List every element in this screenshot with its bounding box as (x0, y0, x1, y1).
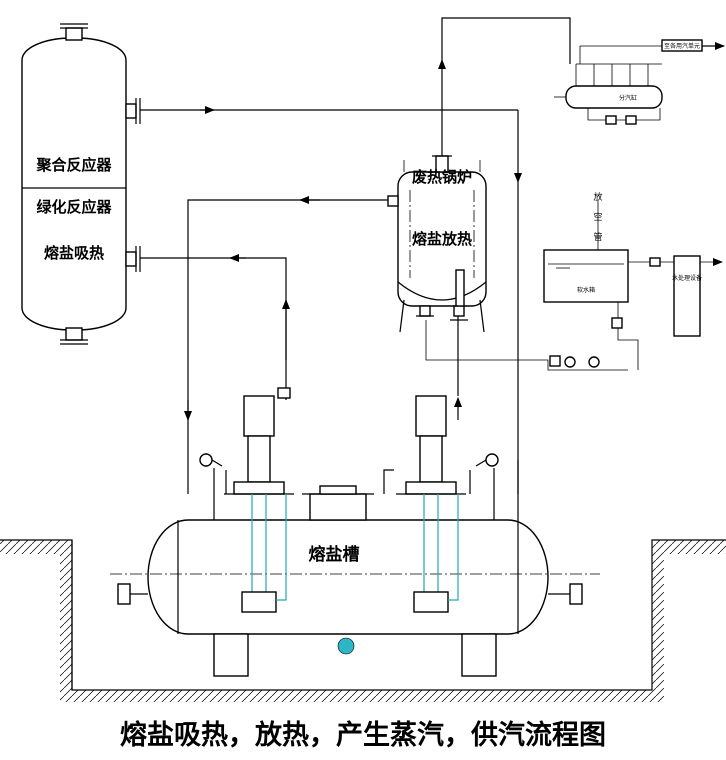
treatment-label: 水处理设备 (672, 274, 702, 282)
thermometer-right (475, 453, 499, 520)
soft-water-tank (543, 200, 629, 303)
tank-label: 熔盐槽 (309, 544, 360, 565)
reactor-label-3: 熔盐吸热 (44, 244, 104, 262)
diagram-title: 熔盐吸热，放热，产生蒸汽，供汽流程图 (120, 719, 606, 751)
ground-pit (0, 539, 726, 702)
reactor-vessel (21, 23, 141, 345)
piping (140, 17, 571, 520)
vent-label-2: 空 (593, 211, 602, 223)
pump-right (396, 395, 466, 613)
boiler-label-2: 熔盐放热 (412, 230, 472, 248)
water-tank-label: 软水箱 (577, 286, 595, 294)
reactor-label-2: 绿化反应器 (36, 198, 112, 216)
molten-salt-tank (110, 485, 600, 677)
header-label: 分汽缸 (619, 94, 637, 102)
header-outlet-label: 至各用汽单元 (664, 42, 700, 50)
pump-left (224, 395, 294, 613)
reactor-label-1: 聚合反应器 (35, 156, 112, 174)
waste-heat-boiler (387, 155, 487, 333)
boiler-label-1: 废热锅炉 (412, 168, 472, 186)
steam-header (554, 39, 725, 125)
feed-water-line (425, 302, 639, 371)
vent-label-1: 放 (593, 191, 602, 203)
thermometer-left (199, 453, 223, 520)
water-treatment-unit (628, 255, 723, 337)
vent-label-3: 管 (593, 231, 602, 243)
